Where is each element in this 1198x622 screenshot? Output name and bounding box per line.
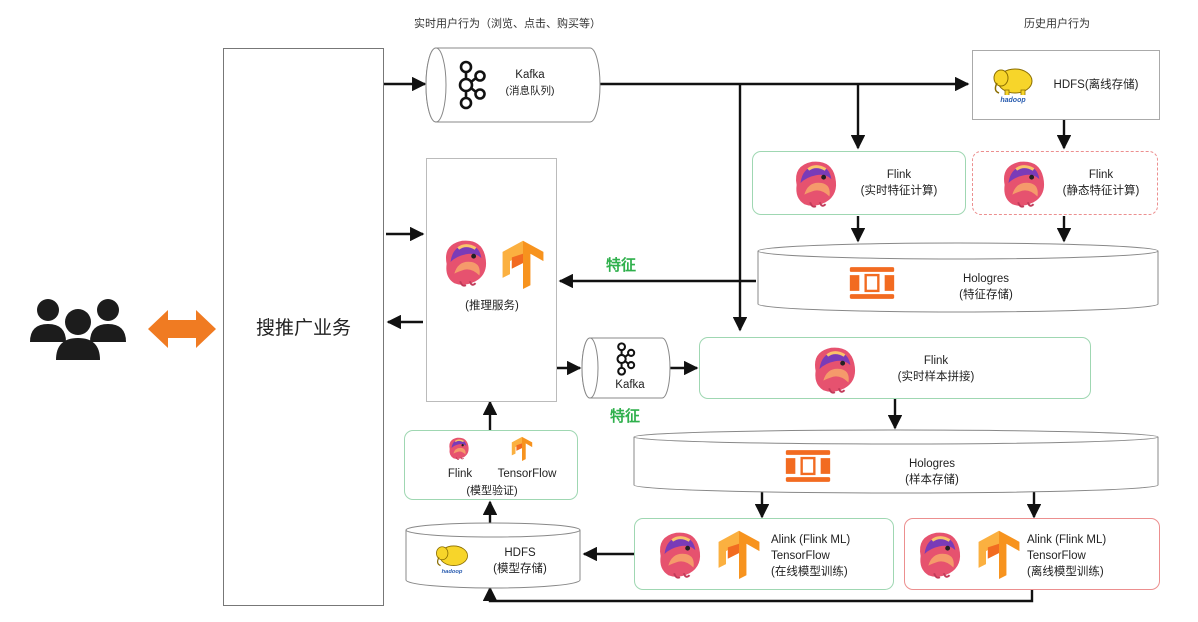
kafka-icon	[614, 342, 636, 381]
flink-icon	[445, 435, 471, 466]
hologres-icon	[784, 447, 832, 490]
online-desc: (在线模型训练)	[771, 566, 848, 578]
hadoop-icon: hadoop	[991, 65, 1035, 110]
feature-label-1: 特征	[606, 257, 637, 274]
inference-service[interactable]: (推理服务)	[426, 158, 557, 402]
online-line1: Alink (Flink ML)	[771, 534, 851, 546]
history-behavior-label: 历史用户行为	[1024, 18, 1090, 30]
bidirectional-arrow	[148, 310, 216, 348]
online-model-training[interactable]: Alink (Flink ML) TensorFlow (在线模型训练)	[634, 518, 894, 590]
hdfs-top-name: HDFS(离线存储)	[1053, 79, 1139, 91]
flink-static-desc: (静态特征计算)	[1062, 185, 1140, 197]
business-box[interactable]: 搜推广业务	[223, 48, 384, 606]
tensorflow-icon	[509, 435, 535, 466]
validation-tensorflow: TensorFlow	[497, 468, 557, 480]
hdfs-model-name: HDFS	[504, 547, 536, 559]
flink-icon	[995, 156, 1049, 215]
kafka-desc: (消息队列)	[505, 85, 555, 97]
business-label: 搜推广业务	[255, 318, 351, 339]
flink-icon	[437, 235, 491, 294]
flink-sample-splicing[interactable]: Flink (实时样本拼接)	[699, 337, 1091, 399]
flink-rt-desc: (实时特征计算)	[860, 185, 938, 197]
flink-icon	[806, 342, 860, 401]
hologres-icon	[848, 264, 896, 307]
flink-static-feature[interactable]: Flink (静态特征计算)	[972, 151, 1158, 215]
arrow-offline-to-hdfs	[482, 586, 1034, 603]
hadoop-icon: hadoop	[434, 542, 470, 581]
hdfs-model-desc: (模型存储)	[493, 563, 547, 575]
tensorflow-icon	[497, 237, 549, 294]
flink-sample-desc: (实时样本拼接)	[897, 371, 975, 383]
offline-desc: (离线模型训练)	[1027, 566, 1104, 578]
flink-icon	[651, 527, 705, 586]
hdfs-offline-storage[interactable]: hadoop HDFS(离线存储)	[972, 50, 1160, 120]
validation-desc: (模型验证)	[466, 485, 518, 497]
offline-model-training[interactable]: Alink (Flink ML) TensorFlow (离线模型训练)	[904, 518, 1160, 590]
tensorflow-icon	[713, 527, 765, 584]
hdfs-model-storage[interactable]: hadoop HDFS (模型存储)	[404, 522, 582, 590]
hologres-sample-desc: (样本存储)	[905, 474, 959, 486]
online-line2: TensorFlow	[771, 550, 830, 562]
flink-sample-name: Flink	[923, 355, 949, 367]
tensorflow-icon	[973, 527, 1025, 584]
hologres-feature-storage[interactable]: Hologres (特征存储)	[756, 242, 1160, 314]
hologres-feature-desc: (特征存储)	[959, 289, 1013, 301]
users-icon	[28, 296, 128, 367]
kafka-queue[interactable]: Kafka (消息队列)	[424, 46, 602, 124]
inference-desc: (推理服务)	[465, 300, 519, 312]
offline-line1: Alink (Flink ML)	[1027, 534, 1107, 546]
kafka-mid-name: Kafka	[615, 379, 645, 391]
hologres-sample-name: Hologres	[908, 458, 956, 470]
svg-text:hadoop: hadoop	[442, 569, 463, 575]
flink-icon	[911, 527, 965, 586]
hologres-feature-name: Hologres	[962, 273, 1010, 285]
kafka-icon	[456, 60, 486, 115]
kafka-mid[interactable]: Kafka	[580, 336, 672, 400]
hologres-sample-storage[interactable]: Hologres (样本存储)	[632, 429, 1160, 495]
offline-line2: TensorFlow	[1027, 550, 1086, 562]
model-validation[interactable]: Flink TensorFlow (模型验证)	[404, 430, 578, 500]
flink-realtime-feature[interactable]: Flink (实时特征计算)	[752, 151, 966, 215]
realtime-behavior-label: 实时用户行为（浏览、点击、购买等）	[414, 18, 601, 30]
flink-static-name: Flink	[1088, 169, 1114, 181]
svg-text:hadoop: hadoop	[1000, 97, 1026, 104]
kafka-name: Kafka	[515, 69, 545, 81]
validation-flink: Flink	[447, 468, 473, 480]
flink-icon	[787, 156, 841, 215]
flink-rt-name: Flink	[886, 169, 912, 181]
feature-label-2: 特征	[610, 408, 641, 425]
